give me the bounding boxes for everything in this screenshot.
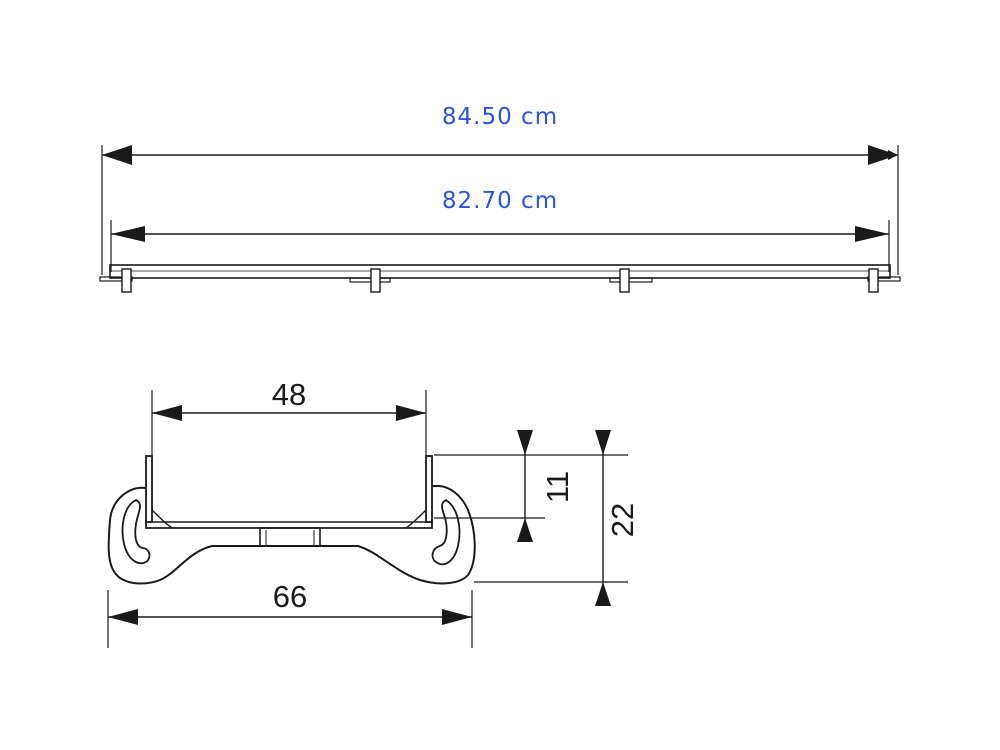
inner-width-dimension: 48 (151, 377, 427, 456)
arrow-up-icon (517, 518, 533, 542)
arrow-left-icon (111, 226, 145, 242)
inner-width-label: 48 (272, 377, 306, 412)
overall-length-dimension: 84.50 cm (101, 104, 899, 275)
arrow-right-icon (868, 145, 898, 165)
arrow-left-icon (152, 405, 182, 421)
arrow-left-icon (108, 609, 138, 625)
total-height-label: 22 (605, 503, 640, 537)
height-dimensions: 11 22 (434, 430, 640, 606)
outer-width-dimension: 66 (107, 579, 473, 648)
inner-length-label: 82.70 cm (442, 188, 558, 214)
arrow-down-icon (517, 430, 533, 455)
arrow-right-icon (396, 405, 426, 421)
overall-length-label: 84.50 cm (442, 104, 558, 130)
arrow-right-icon (855, 226, 889, 242)
arrow-right-icon (442, 609, 472, 625)
channel-bar (99, 264, 901, 293)
outer-width-label: 66 (273, 579, 307, 614)
cross-section: 48 (107, 377, 640, 648)
arrow-up-icon (595, 582, 611, 606)
top-view: 84.50 cm 82.70 cm (99, 104, 901, 293)
inner-length-dimension: 82.70 cm (110, 188, 890, 272)
drain-profile (107, 455, 476, 585)
upper-height-label: 11 (540, 471, 575, 503)
arrow-down-icon (595, 430, 611, 455)
arrow-left-icon (102, 145, 132, 165)
